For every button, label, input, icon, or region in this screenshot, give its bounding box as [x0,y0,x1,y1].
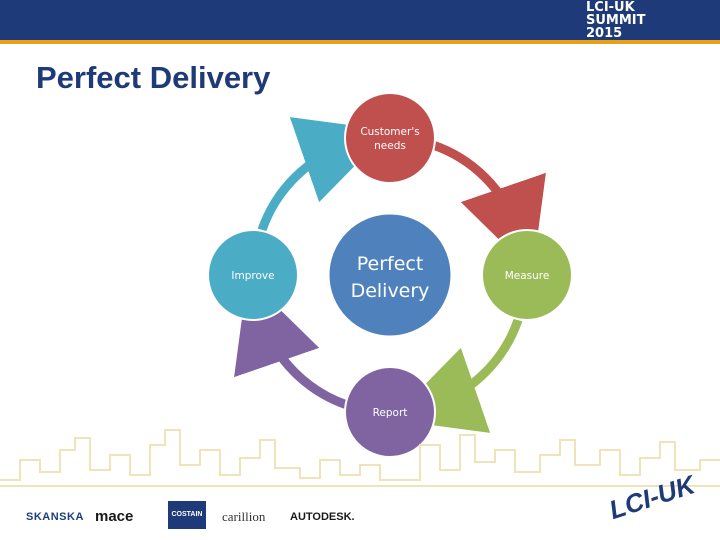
summit-logo: LCI-UK SUMMIT 2015 [586,1,676,41]
header-bar [0,0,720,44]
costain-logo: COSTAIN [168,501,206,529]
arc-improve-to-customers [257,117,390,232]
slide-title: Perfect Delivery [36,60,271,95]
node-measure: Measure [481,229,573,321]
node-measure-label: Measure [505,270,550,282]
skanska-logo: SKANSKA [26,511,84,523]
node-center-perfect-delivery: Perfect Delivery [326,211,454,339]
logo-line-2: SUMMIT [586,13,646,28]
node-customers-needs-label-1: Customer's [360,126,419,138]
node-improve: Improve [207,229,299,321]
mace-logo: mace [95,508,134,525]
node-customers-needs: Customer's needs [344,92,436,184]
node-customers-needs-label-2: needs [374,140,406,152]
logo-line-3: 2015 [586,26,623,41]
node-report: Report [344,366,436,458]
sponsor-strip: SKANSKA mace COSTAIN carillion AUTODESK.… [0,469,720,540]
carillion-logo: carillion [222,509,266,524]
node-report-label: Report [373,407,408,419]
autodesk-logo: AUTODESK. [290,511,355,523]
header-accent-stripe [0,40,720,44]
center-label-line-1: Perfect [357,253,424,275]
arc-measure-to-report [390,318,523,433]
center-label-line-2: Delivery [351,280,430,302]
arc-report-to-improve [234,277,349,410]
node-improve-label: Improve [231,270,274,282]
arc-customers-to-measure [431,140,546,273]
logo-line-1: LCI-UK [586,0,635,15]
city-skyline-decoration [0,429,720,487]
